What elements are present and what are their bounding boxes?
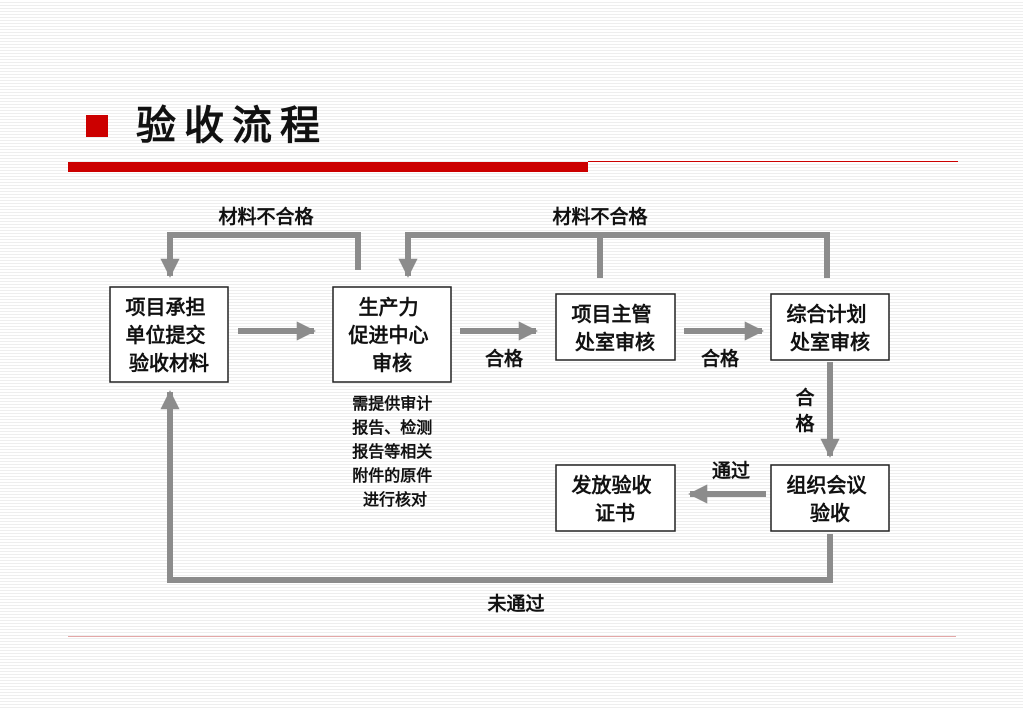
svg-text:发放验收 证书: 发放验收 证书 xyxy=(571,473,659,525)
node-certificate: 发放验收 证书 xyxy=(555,464,676,532)
arrow-not-approved-to-submit xyxy=(160,390,833,583)
node-plan-review-line-2: 处室审核 xyxy=(789,330,870,354)
page-title: 验收流程 xyxy=(136,103,328,149)
node-dept-review: 项目主管 处室审核 xyxy=(555,293,676,361)
note-line-3: 报告等相关 xyxy=(352,442,432,461)
connectors xyxy=(160,232,840,583)
title-underline-thick xyxy=(68,162,588,172)
edge-label-reject-1: 材料不合格 xyxy=(218,205,314,228)
node-submit-line-2: 单位提交 xyxy=(126,323,206,347)
line-reject-plan xyxy=(600,232,830,278)
node-certificate-line-2: 证书 xyxy=(595,501,635,525)
node-center-review-line-1: 生产力 xyxy=(359,295,419,319)
node-dept-review-line-1: 项目主管 xyxy=(572,302,652,326)
edge-label-reject-2: 材料不合格 xyxy=(552,205,648,228)
node-submit-line-3: 验收材料 xyxy=(129,351,209,375)
node-dept-review-line-2: 处室审核 xyxy=(574,330,655,354)
note-line-5: 进行核对 xyxy=(363,490,427,509)
edge-label-pass-2: 合格 xyxy=(701,347,740,370)
node-meeting-line-1: 组织会议 xyxy=(787,473,868,497)
note-line-4: 附件的原件 xyxy=(352,466,432,485)
edge-label-pass-3-top: 合 xyxy=(795,386,815,409)
svg-text:生产力 促进中心 审核: 生产力 促进中心 审核 xyxy=(348,295,436,375)
footer-divider xyxy=(68,636,956,637)
node-center-review: 生产力 促进中心 审核 xyxy=(332,286,452,383)
edge-label-pass-3-bottom: 格 xyxy=(795,412,815,435)
arrow-reject-dept-to-center xyxy=(398,232,603,278)
node-plan-review: 综合计划 处室审核 xyxy=(770,293,890,361)
edge-label-not-approved: 未通过 xyxy=(486,592,544,615)
note-requirements: 需提供审计 报告、检测 报告等相关 附件的原件 进行核对 xyxy=(352,394,438,509)
edge-label-approved: 通过 xyxy=(712,460,750,482)
svg-text:综合计划 处室审核: 综合计划 处室审核 xyxy=(787,302,874,354)
node-submit-line-1: 项目承担 xyxy=(126,295,206,319)
svg-text:项目主管 处室审核: 项目主管 处室审核 xyxy=(572,302,659,354)
node-certificate-line-1: 发放验收 xyxy=(571,473,652,497)
note-line-1: 需提供审计 xyxy=(352,394,432,413)
node-center-review-line-2: 促进中心 xyxy=(348,323,429,347)
title-underline-thin xyxy=(588,161,958,162)
node-submit: 项目承担 单位提交 验收材料 xyxy=(109,286,229,383)
node-meeting: 组织会议 验收 xyxy=(770,464,890,532)
node-plan-review-line-1: 综合计划 xyxy=(787,302,867,326)
edge-label-pass-1: 合格 xyxy=(485,347,524,370)
svg-text:组织会议 验收: 组织会议 验收 xyxy=(787,473,874,525)
svg-text:项目承担 单位提交 验收材料: 项目承担 单位提交 验收材料 xyxy=(126,295,213,375)
arrow-reject-center-to-submit xyxy=(160,232,361,278)
title-bullet-icon xyxy=(86,115,108,137)
note-line-2: 报告、检测 xyxy=(352,418,432,437)
node-meeting-line-2: 验收 xyxy=(810,501,850,525)
node-center-review-line-3: 审核 xyxy=(372,351,412,375)
